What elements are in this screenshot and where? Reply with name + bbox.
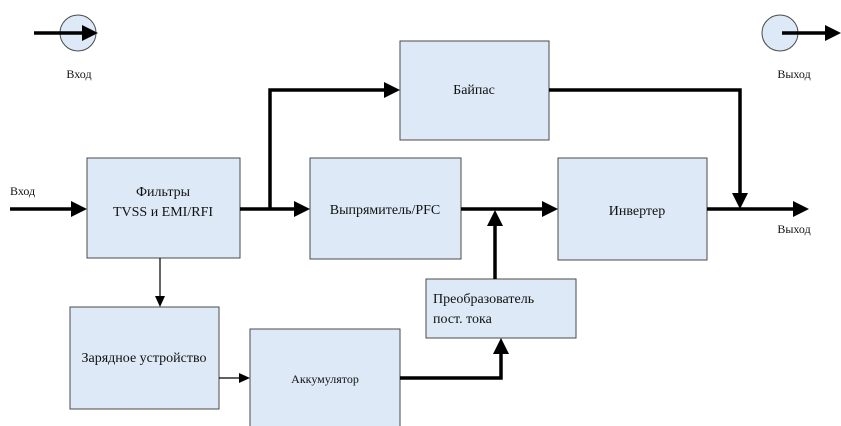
filters-block <box>86 157 241 259</box>
output-label: Выход <box>777 222 810 236</box>
inverter-block <box>557 157 708 261</box>
output-port-label: Выход <box>777 67 810 81</box>
inverter-to-output-arrow <box>707 201 809 217</box>
rectifier-to-inverter-arrow <box>461 201 558 217</box>
rectifier-block <box>309 157 462 260</box>
output-port-symbol <box>761 14 841 52</box>
dc-converter-to-bus-arrow <box>487 210 503 279</box>
bypass-to-output-arrow <box>549 88 748 209</box>
rectifier-label: Выпрямитель/PFC <box>330 203 441 218</box>
battery-block <box>249 328 401 426</box>
dc-converter-label-line1: Преобразователь <box>433 292 534 307</box>
charger-label: Зарядное устройство <box>81 351 206 366</box>
filters-to-rectifier-arrow <box>240 201 310 217</box>
battery-to-dc-converter-arrow <box>400 338 509 380</box>
input-arrow <box>10 201 87 217</box>
filters-to-charger-arrow <box>155 258 165 307</box>
filters-label-line2: TVSS и EMI/RFI <box>113 205 213 220</box>
inverter-label: Инвертер <box>609 204 666 219</box>
bypass-block <box>399 40 550 141</box>
bypass-label: Байпас <box>453 83 495 98</box>
charger-block <box>69 306 220 410</box>
input-label: Вход <box>10 184 35 198</box>
input-port-symbol <box>34 14 98 52</box>
dc-converter-label-line2: пост. тока <box>433 312 493 327</box>
filters-label-line1: Фильтры <box>136 185 191 200</box>
filters-to-bypass-arrow <box>268 82 400 209</box>
battery-label: Аккумулятор <box>291 372 359 386</box>
dc-converter-block <box>425 278 577 339</box>
input-port-label: Вход <box>66 67 91 81</box>
charger-to-battery-arrow <box>219 373 250 383</box>
